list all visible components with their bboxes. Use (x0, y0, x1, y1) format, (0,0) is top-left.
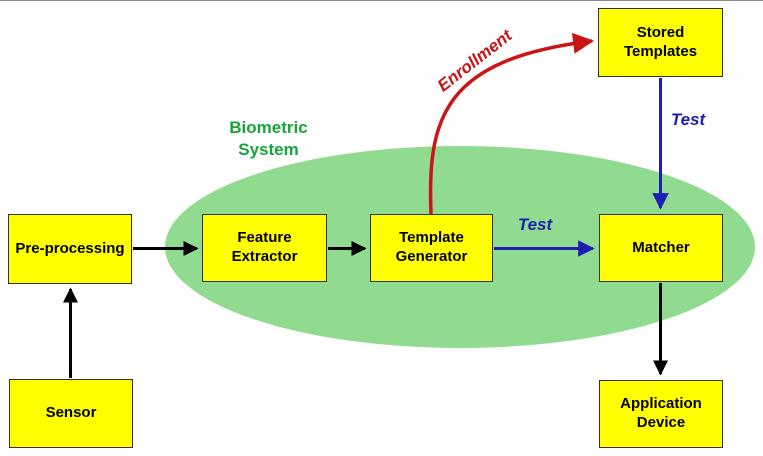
node-sensor: Sensor (9, 379, 133, 448)
arrow-enrollment-template-generator-to-stored-templates (428, 32, 595, 215)
biometric-system-label: Biometric System (229, 118, 308, 160)
node-feature-extractor: Feature Extractor (202, 214, 327, 282)
node-stored-templates: Stored Templates (598, 8, 723, 77)
node-template-generator: Template Generator (370, 214, 493, 282)
node-matcher: Matcher (599, 214, 723, 282)
node-pre-processing: Pre-processing (8, 214, 132, 284)
test-label-vertical: Test (670, 110, 706, 129)
test-label-horizontal: Test (517, 215, 553, 234)
node-application-device: Application Device (599, 380, 723, 448)
